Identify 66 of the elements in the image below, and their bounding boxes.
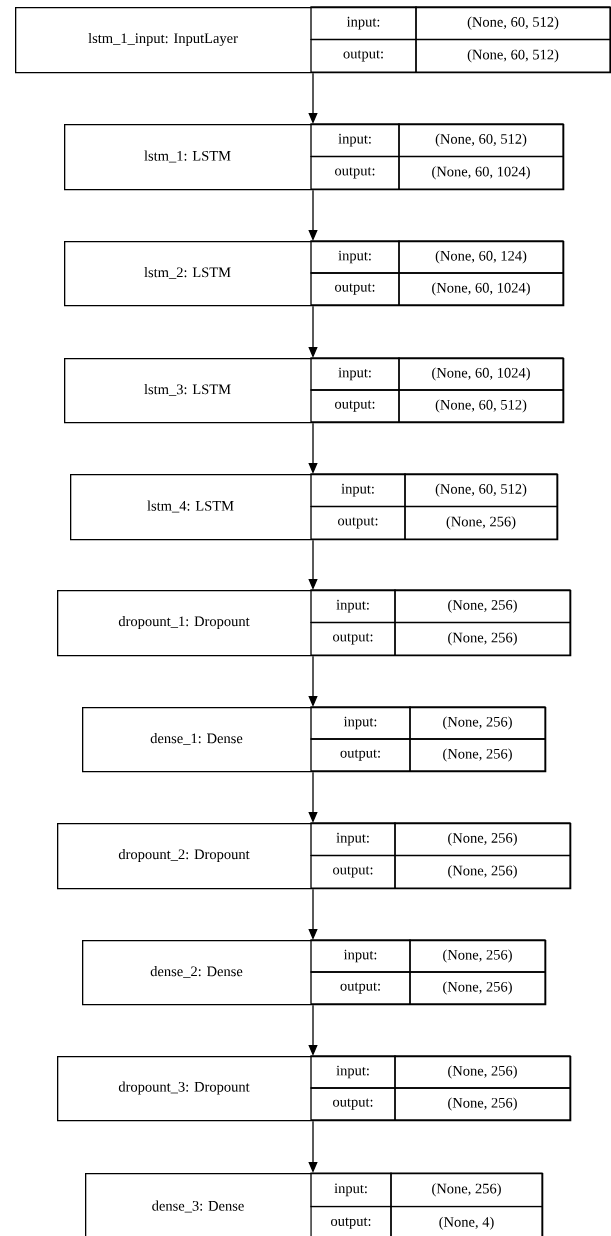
shape-value: (None, 60, 512) [398,389,564,423]
layer-name: lstm_2: LSTM [144,267,231,279]
port-label: input: [310,123,400,158]
port-label: input: [310,706,411,740]
layer-box [82,706,547,773]
shape-value: (None, 256) [394,589,571,624]
shape-value: (None, 256) [394,1055,571,1089]
shape-value: (None, 256) [394,822,571,857]
shape-value: (None, 256) [409,706,546,740]
port-label: input: [310,589,396,624]
layer-name: lstm_3: LSTM [144,384,231,396]
port-label: input: [310,473,406,508]
layer-box [64,357,565,424]
layer-box [85,1172,544,1236]
port-label: output: [310,1087,396,1121]
layer-name: dropount_2: Dropount [118,848,250,863]
shape-value: (None, 60, 1024) [398,357,564,391]
port-label: output: [310,155,400,190]
port-label: output: [310,272,400,306]
shape-value: (None, 60, 1024) [398,155,564,190]
shape-value: (None, 60, 512) [398,123,564,158]
layer-name: dense_1: Dense [150,733,243,745]
shape-value: (None, 256) [394,1087,571,1121]
shape-value: (None, 4) [390,1205,543,1236]
port-label: output: [310,621,396,656]
port-label: output: [310,738,411,772]
layer-name: dropount_3: Dropount [118,1081,250,1095]
layer-box [57,822,572,890]
shape-value: (None, 256) [390,1172,543,1208]
layer-name: dense_3: Dense [152,1200,244,1213]
layer-box [64,123,565,191]
shape-value: (None, 256) [409,971,546,1005]
layer-name: dropount_1: Dropount [118,615,250,630]
shape-value: (None, 256) [409,738,546,772]
port-label: input: [310,1055,396,1089]
layer-box [82,939,547,1006]
port-label: output: [310,854,396,889]
port-label: output: [310,389,400,423]
port-label: input: [310,939,411,973]
shape-value: (None, 256) [394,621,571,656]
layer-name: lstm_1: LSTM [144,150,231,163]
port-label: input: [310,357,400,391]
shape-value: (None, 60, 512) [415,6,611,41]
port-label: input: [310,1172,392,1208]
shape-value: (None, 60, 1024) [398,272,564,306]
shape-value: (None, 60, 512) [404,473,558,508]
layer-box [64,240,565,307]
layer-box [57,1055,572,1122]
port-label: input: [310,6,417,41]
port-label: output: [310,38,417,73]
layer-name: lstm_4: LSTM [147,500,234,513]
shape-value: (None, 256) [394,854,571,889]
layer-box [57,589,572,657]
layer-name: lstm_1_input: InputLayer [88,32,238,47]
port-label: input: [310,822,396,857]
port-label: input: [310,240,400,274]
shape-value: (None, 256) [409,939,546,973]
shape-value: (None, 60, 512) [415,38,611,73]
shape-value: (None, 60, 124) [398,240,564,274]
shape-value: (None, 256) [404,505,558,540]
port-label: output: [310,971,411,1005]
layer-box [15,6,611,74]
layer-box [70,473,559,541]
port-label: output: [310,1205,392,1236]
layer-name: dense_2: Dense [150,966,243,978]
port-label: output: [310,505,406,540]
